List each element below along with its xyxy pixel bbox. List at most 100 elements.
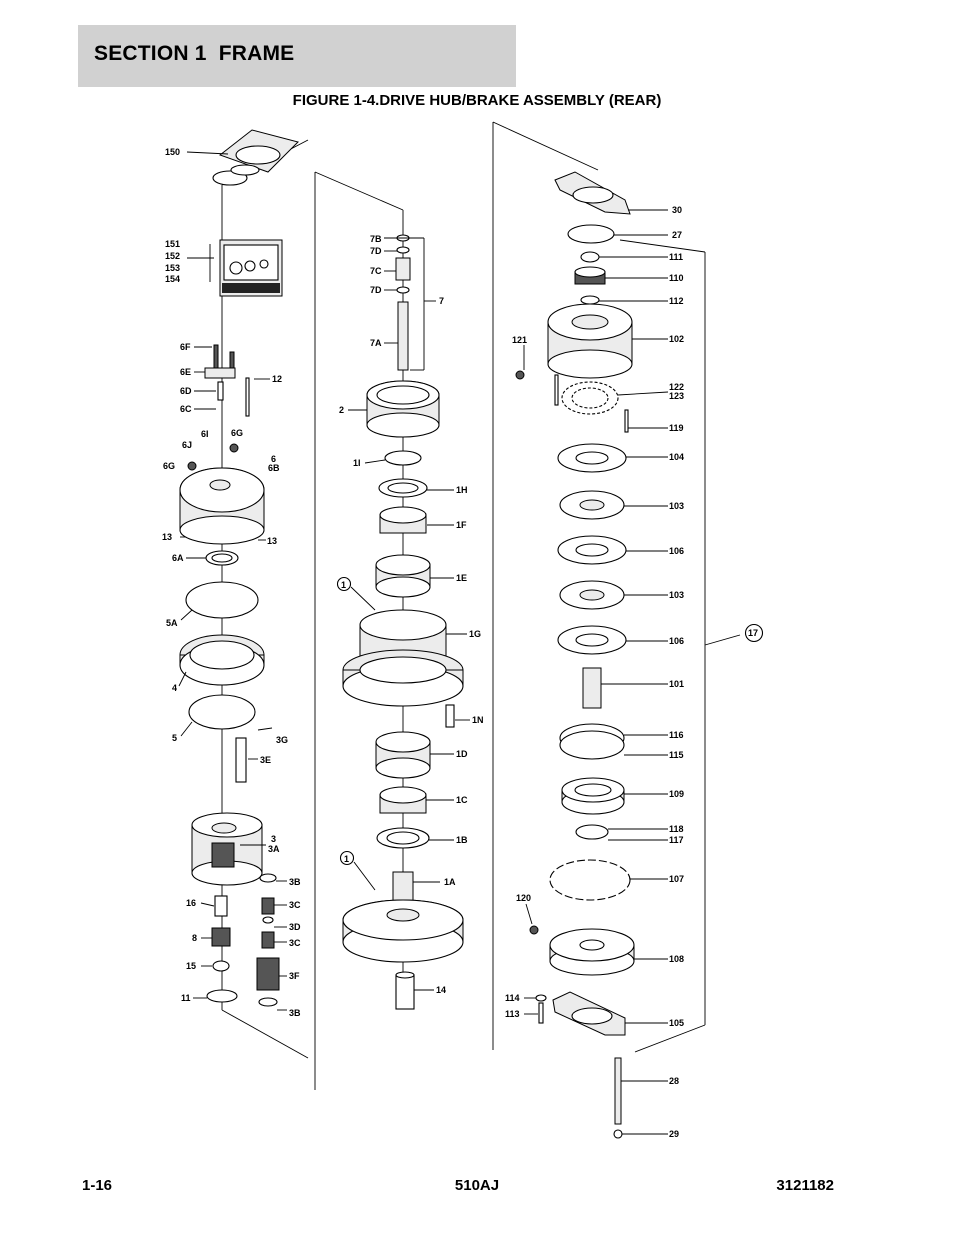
callout-4: 4 [172,683,177,693]
callout-106-upper: 106 [669,546,684,556]
ring-6A [205,550,239,566]
callout-3D: 3D [289,922,301,932]
rod-28-nut-29 [613,1057,623,1139]
callout-7B: 7B [370,234,382,244]
callout-13-right: 13 [267,536,277,546]
callout-6: 6 [271,454,276,464]
callout-3B-bottom: 3B [289,1008,301,1018]
bearing-stack-upper [375,450,431,598]
callout-12: 12 [272,374,282,384]
cover-30 [554,171,631,215]
callout-153: 153 [165,263,180,273]
callout-114: 114 [505,993,520,1003]
callout-labels: 150 151 152 153 154 6F 6E 6D 6C 12 6I 6G… [162,147,758,1139]
callout-17: 17 [748,628,758,638]
callout-152: 152 [165,251,180,261]
brake-housing-102 [515,303,633,380]
bearing-stack-lower [375,731,431,849]
hub-1G [342,609,464,728]
kit-150 [212,129,299,186]
callout-120: 120 [516,893,531,903]
callout-6J: 6J [182,440,192,450]
callout-3G: 3G [276,735,288,745]
model-name: 510AJ [454,1177,500,1194]
callout-108: 108 [669,954,684,964]
callout-106-lower: 106 [669,636,684,646]
callout-7A: 7A [370,338,382,348]
callout-8: 8 [192,933,197,943]
callout-3C-bottom: 3C [289,938,301,948]
callout-154: 154 [165,274,180,284]
callout-121: 121 [512,335,527,345]
section-header-band: SECTION 1 FRAME [78,25,516,87]
bearing-110-111-112 [574,251,606,305]
callout-3A: 3A [268,844,280,854]
o-ring-27 [567,224,615,244]
callout-16: 16 [186,898,196,908]
callout-107: 107 [669,874,684,884]
manual-number: 3121182 [776,1177,834,1194]
callout-1N: 1N [472,715,484,725]
callout-7: 7 [439,296,444,306]
callout-13-left: 13 [162,532,172,542]
callout-103-lower: 103 [669,590,684,600]
callout-1E: 1E [456,573,467,583]
figure-title: FIGURE 1-4.DRIVE HUB/BRAKE ASSEMBLY (REA… [292,92,662,109]
o-ring-5A [185,581,259,619]
callout-1C: 1C [456,795,468,805]
callout-14: 14 [436,985,446,995]
callout-3F: 3F [289,971,300,981]
shaft-101 [582,667,602,709]
callout-112: 112 [669,296,684,306]
callout-6G-side: 6G [163,461,175,471]
callout-103-upper: 103 [669,501,684,511]
callout-1H: 1H [456,485,468,495]
callout-5A: 5A [166,618,178,628]
callout-3B-top: 3B [289,877,301,887]
callout-3E: 3E [260,755,271,765]
callout-1F: 1F [456,520,467,530]
callout-6I: 6I [201,429,209,439]
callout-11: 11 [181,993,191,1003]
callout-104: 104 [669,452,684,462]
piston-109 [561,777,625,815]
callout-27: 27 [672,230,682,240]
callout-1-lower: 1 [344,854,349,864]
planet-gears-stack [206,873,280,1007]
ring-107 [549,859,631,901]
callout-101: 101 [669,679,684,689]
service-kit-box [219,239,283,297]
seals-117-118 [575,824,609,840]
callout-6F: 6F [180,342,191,352]
callout-119: 119 [669,423,684,433]
callout-6E: 6E [180,367,191,377]
callout-30: 30 [672,205,682,215]
callout-1A: 1A [444,877,456,887]
callout-110: 110 [669,273,684,283]
callout-116: 116 [669,730,684,740]
callout-3C-top: 3C [289,900,301,910]
callout-15: 15 [186,961,196,971]
callout-115: 115 [669,750,684,760]
callout-6D: 6D [180,386,192,396]
o-ring-5 [188,694,256,730]
callout-6A: 6A [172,553,184,563]
callout-111: 111 [669,252,683,262]
callout-150: 150 [165,147,180,157]
callout-6C: 6C [180,404,192,414]
callout-28: 28 [669,1076,679,1086]
callout-1D: 1D [456,749,468,759]
leader-lines [178,151,669,1135]
callout-118: 118 [669,824,684,834]
spindle-1A [342,871,464,1010]
callout-6B: 6B [268,463,280,473]
page-number: 1-16 [82,1177,113,1194]
callout-7D-top: 7D [370,246,382,256]
callout-123: 123 [669,391,684,401]
callout-3: 3 [271,834,276,844]
ring-gear-4 [179,634,265,686]
callout-102: 102 [669,334,684,344]
callout-1G: 1G [469,629,481,639]
callout-5: 5 [172,733,177,743]
